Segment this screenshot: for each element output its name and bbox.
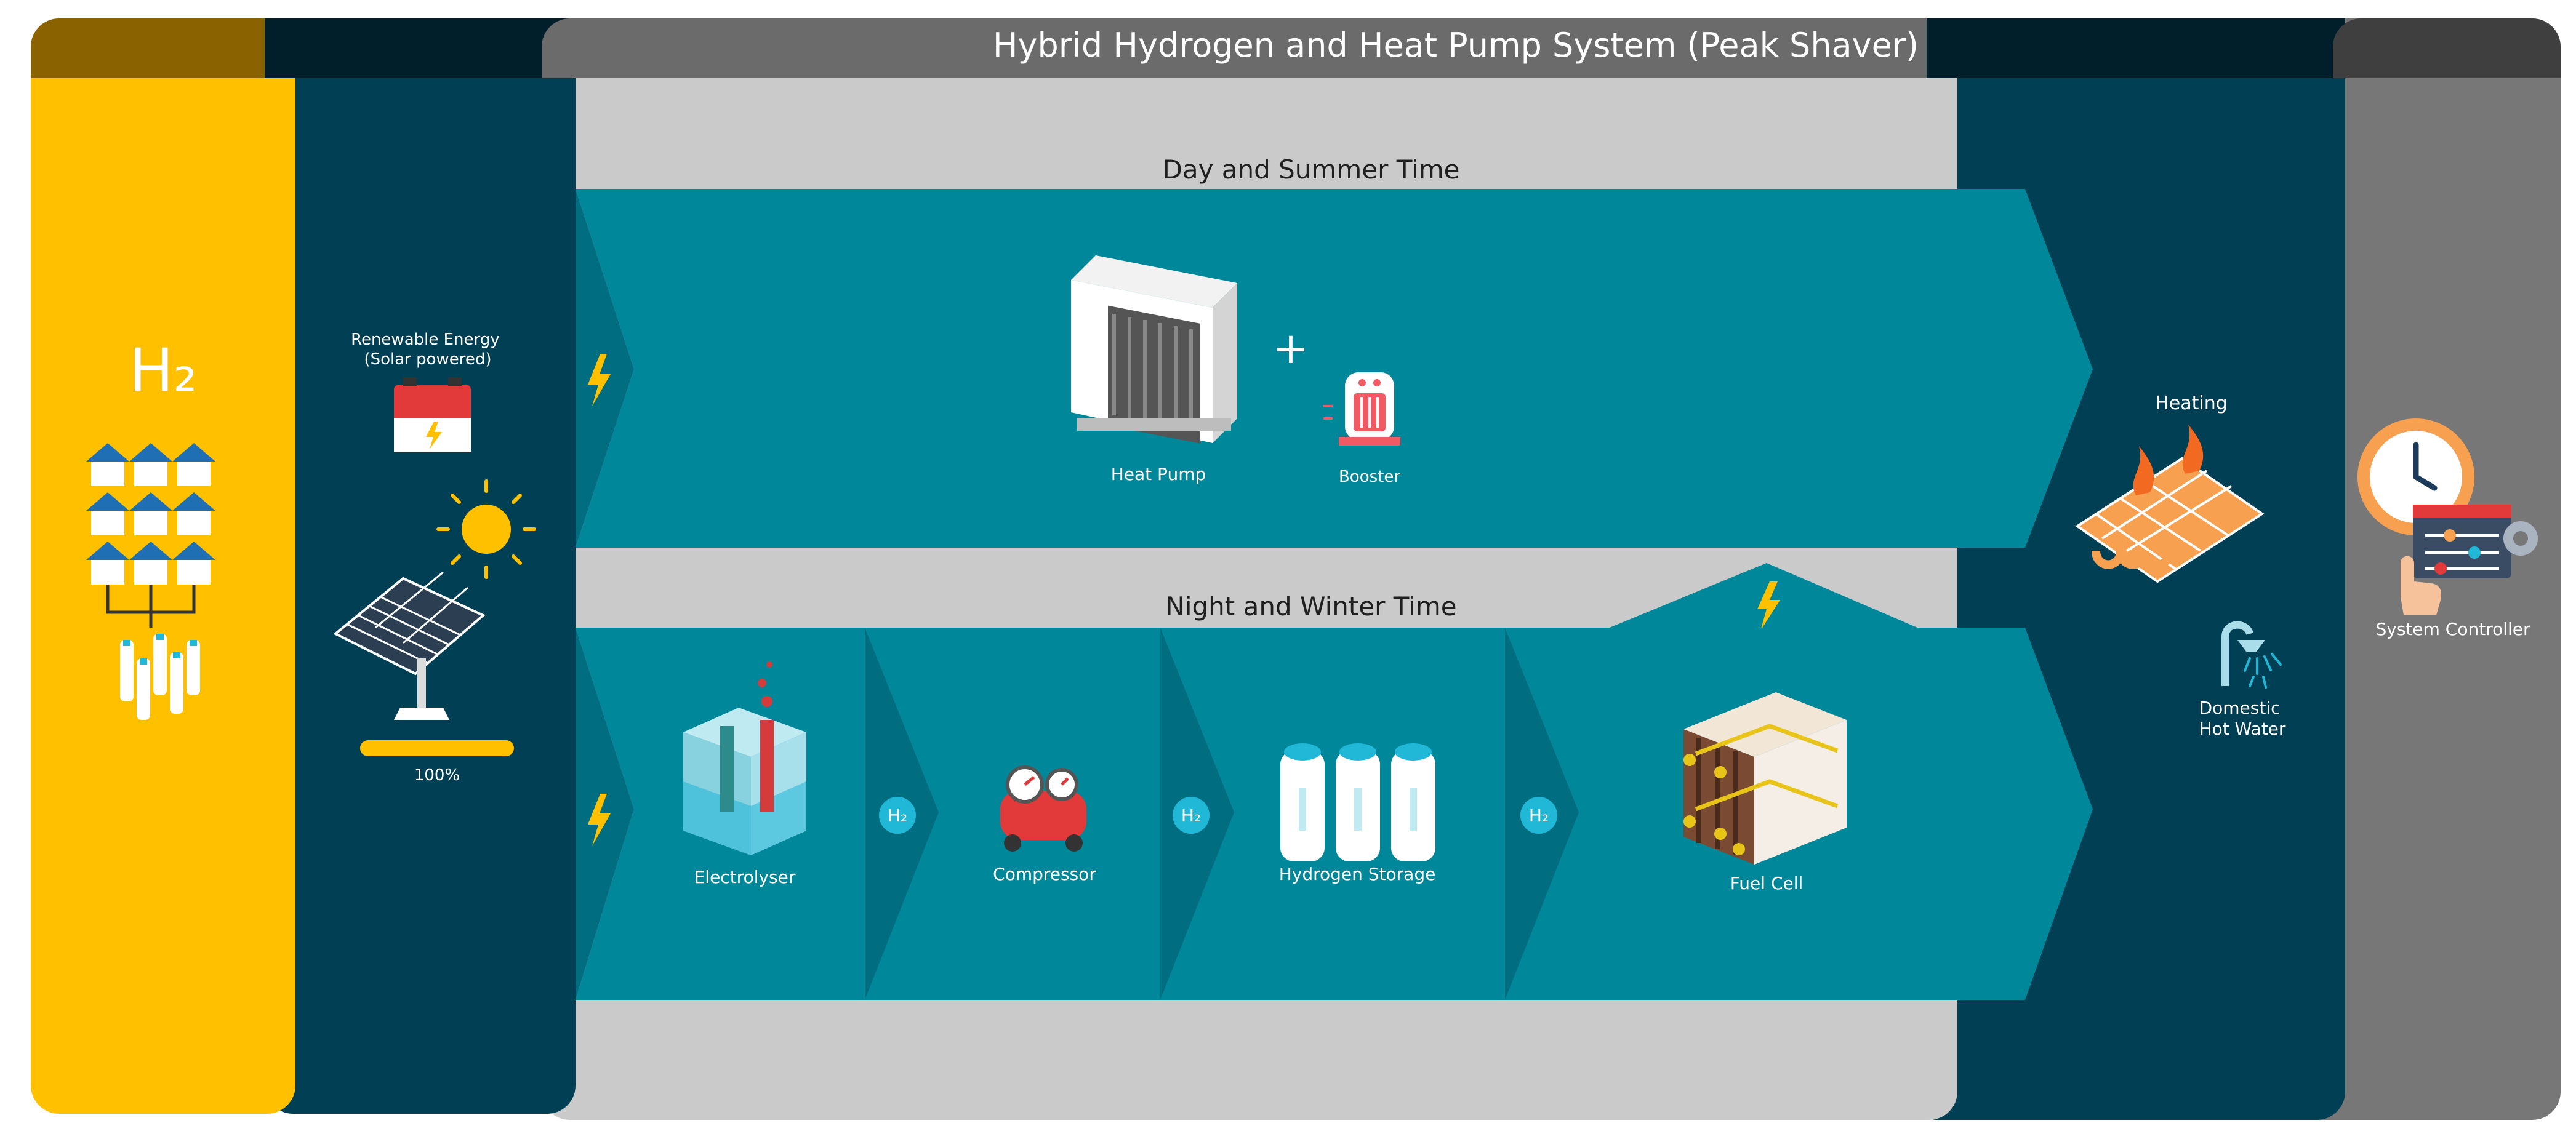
header-band-navy-right xyxy=(1927,18,2345,78)
hydrogen-cylinders-icon xyxy=(120,634,200,720)
header-band-yellow-fill xyxy=(31,49,295,78)
renewable-energy-line2: (Solar powered) xyxy=(364,350,491,369)
day-lightning-icon xyxy=(588,354,611,406)
renewable-energy-line1: Renewable Energy xyxy=(351,330,500,349)
renewable-energy-label: Renewable Energy (Solar powered) xyxy=(351,330,505,369)
page-title: Hybrid Hydrogen and Heat Pump System (Pe… xyxy=(993,26,1919,65)
electrolyser-icon xyxy=(683,661,806,855)
dhw-label-line2: Hot Water xyxy=(2199,719,2286,739)
h2-connector-1: H₂ xyxy=(879,797,916,834)
progress-track xyxy=(360,740,514,756)
control-panel-icon xyxy=(2413,505,2538,578)
pointing-hand-icon xyxy=(2401,556,2442,615)
fuel-cell-label: Fuel Cell xyxy=(1730,873,1804,893)
progress-label: 100% xyxy=(414,766,460,785)
hydrogen-storage-label: Hydrogen Storage xyxy=(1279,864,1436,884)
heat-pump-label: Heat Pump xyxy=(1111,464,1206,484)
header-band-right-gray-fill xyxy=(2333,49,2561,78)
heat-pump-icon xyxy=(1071,255,1237,444)
dhw-label-line1: Domestic xyxy=(2199,698,2281,718)
electrolyser-label: Electrolyser xyxy=(694,867,796,887)
heating-label: Heating xyxy=(2155,393,2228,414)
fuel-cell-lightning-icon xyxy=(1757,581,1780,631)
h2-connector-3-label: H₂ xyxy=(1529,805,1549,826)
battery-icon xyxy=(394,377,471,452)
header-band-gray-fill xyxy=(542,49,1957,78)
h2-connector-3: H₂ xyxy=(1520,797,1557,834)
h2-connector-2: H₂ xyxy=(1173,797,1210,834)
heater-booster-icon xyxy=(1323,372,1400,446)
night-path-label: Night and Winter Time xyxy=(1165,591,1456,621)
compressor-label: Compressor xyxy=(993,864,1096,884)
h2-connector-1-label: H₂ xyxy=(888,805,907,826)
plus-sign: + xyxy=(1273,323,1309,374)
h2-connector-2-label: H₂ xyxy=(1181,805,1201,826)
day-arrow-notch xyxy=(576,189,634,548)
dhw-label: Domestic Hot Water xyxy=(2199,698,2286,739)
shower-icon xyxy=(2221,621,2282,689)
day-arrow-band xyxy=(576,189,2093,548)
system-controller-label: System Controller xyxy=(2375,619,2530,639)
night-lightning-icon xyxy=(588,794,611,846)
sun-icon xyxy=(436,479,536,579)
floor-heating-icon xyxy=(2075,425,2265,583)
fuel-cell-icon xyxy=(1683,692,1847,865)
solar-panel-icon xyxy=(333,571,486,720)
hydrogen-tanks-icon xyxy=(1280,743,1435,861)
header-band-navy xyxy=(265,18,576,78)
h2-label: H₂ xyxy=(129,336,198,405)
houses-grid-icon xyxy=(86,443,215,628)
left-navy-panel xyxy=(265,18,576,1114)
booster-label: Booster xyxy=(1339,468,1400,486)
compressor-icon xyxy=(1000,765,1086,852)
day-path-label: Day and Summer Time xyxy=(1163,154,1460,185)
